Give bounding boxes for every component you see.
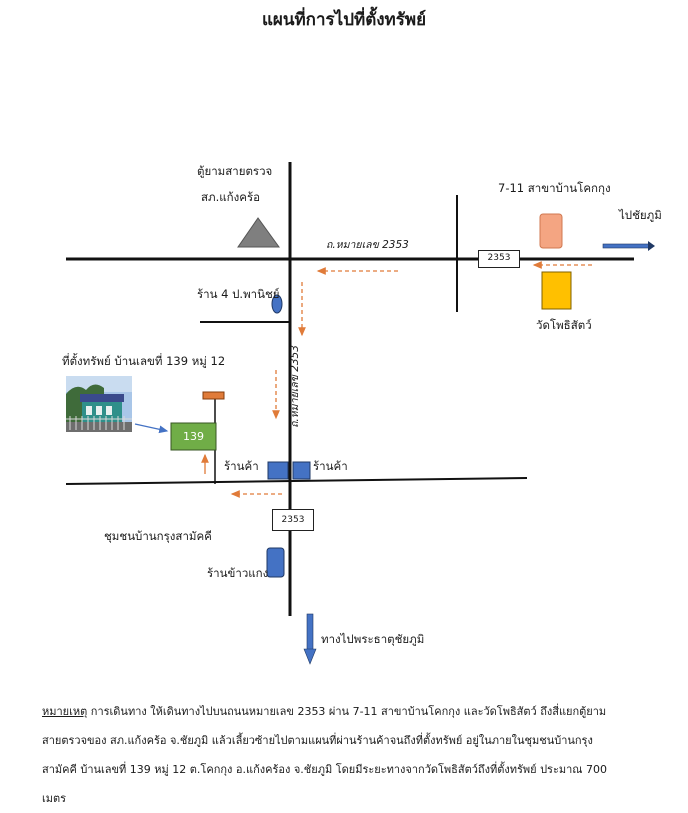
road-horizontal-label: ถ.หมายเลข 2353 [326,239,409,251]
property-label: ที่ตั้งทรัพย์ บ้านเลขที่ 139 หมู่ 12 [62,354,226,368]
temple-label: วัดโพธิสัตว์ [536,318,592,332]
note-paragraph: หมายเหตุ การเดินทาง ให้เดินทางไปบนถนนหมา… [42,697,622,813]
road-tag-south: 2353 [272,509,314,531]
to-phrathat-arrow-shaft [306,613,314,651]
community-label: ชุมชนบ้านกรุงสามัคคี [104,529,212,543]
police-box-label-line2: สภ.แก้งคร้อ [201,190,261,204]
shop-left-marker [267,461,289,480]
seven-eleven-label: 7-11 สาขาบ้านโคกกุง [498,181,611,195]
map-title: แผนที่การไปที่ตั้งทรัพย์ [261,10,427,30]
shop-right-marker [292,461,311,480]
temple-marker [541,271,572,310]
photo-pointer-arrow [134,423,169,434]
seven-eleven-marker [539,213,563,249]
police-box-label-line1: ตู้ยามสายตรวจ [197,164,273,178]
road-tag-east: 2353 [478,250,520,268]
property-marker [170,422,217,451]
shop-left-label: ร้านค้า [224,459,259,473]
shop-right-label: ร้านค้า [313,459,348,473]
rice-shop-marker [266,547,285,578]
shop-4p-marker [271,294,283,314]
to-chaiyaphum-label: ไปชัยภูมิ [619,208,662,222]
road-vertical-label: ถ.หมายเลข 2353 [288,345,301,428]
police-box-triangle [237,217,280,248]
shop-4p-label: ร้าน 4 ป.พานิชย์ [197,287,280,301]
property-photo [66,376,132,432]
rice-shop-label: ร้านข้าวแกง [207,566,269,580]
note-text: การเดินทาง ให้เดินทางไปบนถนนหมายเลข 2353… [42,705,607,805]
note-heading: หมายเหตุ [42,705,88,718]
soi-lower [65,477,528,485]
to-chaiyaphum-arrowhead [648,241,655,251]
to-chaiyaphum-arrow-shaft [602,243,650,249]
property-number: 139 [183,430,204,443]
property-sign [202,391,225,400]
to-phrathat-label: ทางไปพระธาตุชัยภูมิ [321,632,425,646]
to-phrathat-arrowhead [303,648,317,665]
